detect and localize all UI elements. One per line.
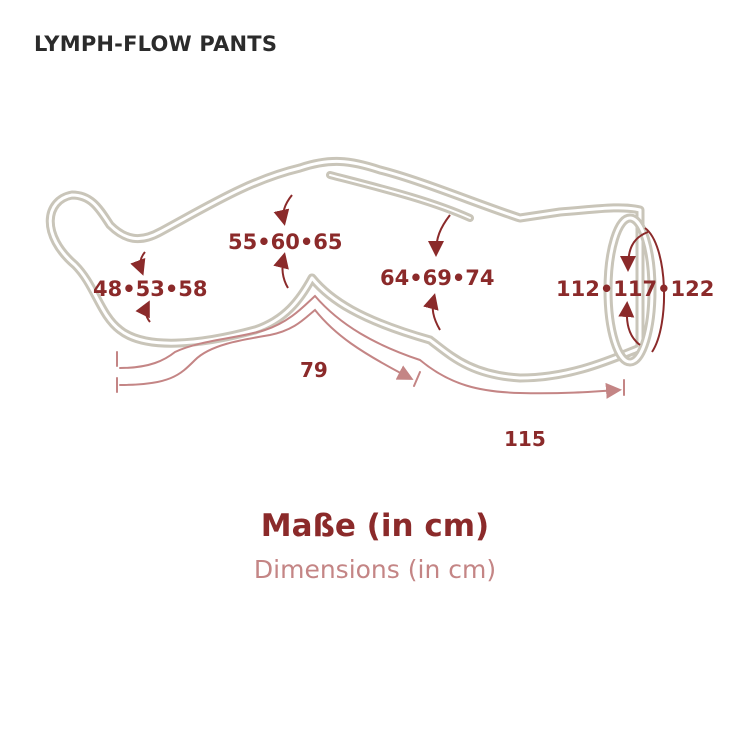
- outer-leg-length-label: 115: [504, 427, 546, 451]
- circumference-arrows: [130, 194, 666, 353]
- leg-outline: [45, 157, 657, 383]
- caption-german: Maße (in cm): [260, 508, 490, 544]
- hip-arrow-left-top: [620, 231, 649, 272]
- thigh-arrow-top: [428, 214, 451, 257]
- outer-leg-length-arrow: [119, 294, 622, 399]
- ankle-arrow-top: [130, 251, 146, 276]
- inner-leg-end-tick: [413, 371, 421, 387]
- hip-arrow-right: [644, 227, 666, 353]
- length-arrows: [116, 294, 625, 399]
- hip-measurement: 112•117•122: [556, 277, 714, 301]
- page-title: LYMPH-FLOW PANTS: [34, 32, 278, 56]
- hip-arrow-left-bottom: [618, 301, 641, 346]
- knee-arrow-top: [273, 194, 293, 226]
- knee-measurement: 55•60•65: [228, 230, 343, 254]
- thigh-arrow-bottom: [423, 293, 441, 331]
- ankle-measurement: 48•53•58: [93, 277, 208, 301]
- inner-leg-length-arrow: [119, 308, 414, 386]
- ankle-arrow-bottom: [135, 300, 151, 323]
- inner-leg-length-label: 79: [300, 358, 328, 382]
- caption-english: Dimensions (in cm): [253, 555, 497, 584]
- knee-arrow-bottom: [273, 252, 289, 289]
- thigh-measurement: 64•69•74: [380, 266, 495, 290]
